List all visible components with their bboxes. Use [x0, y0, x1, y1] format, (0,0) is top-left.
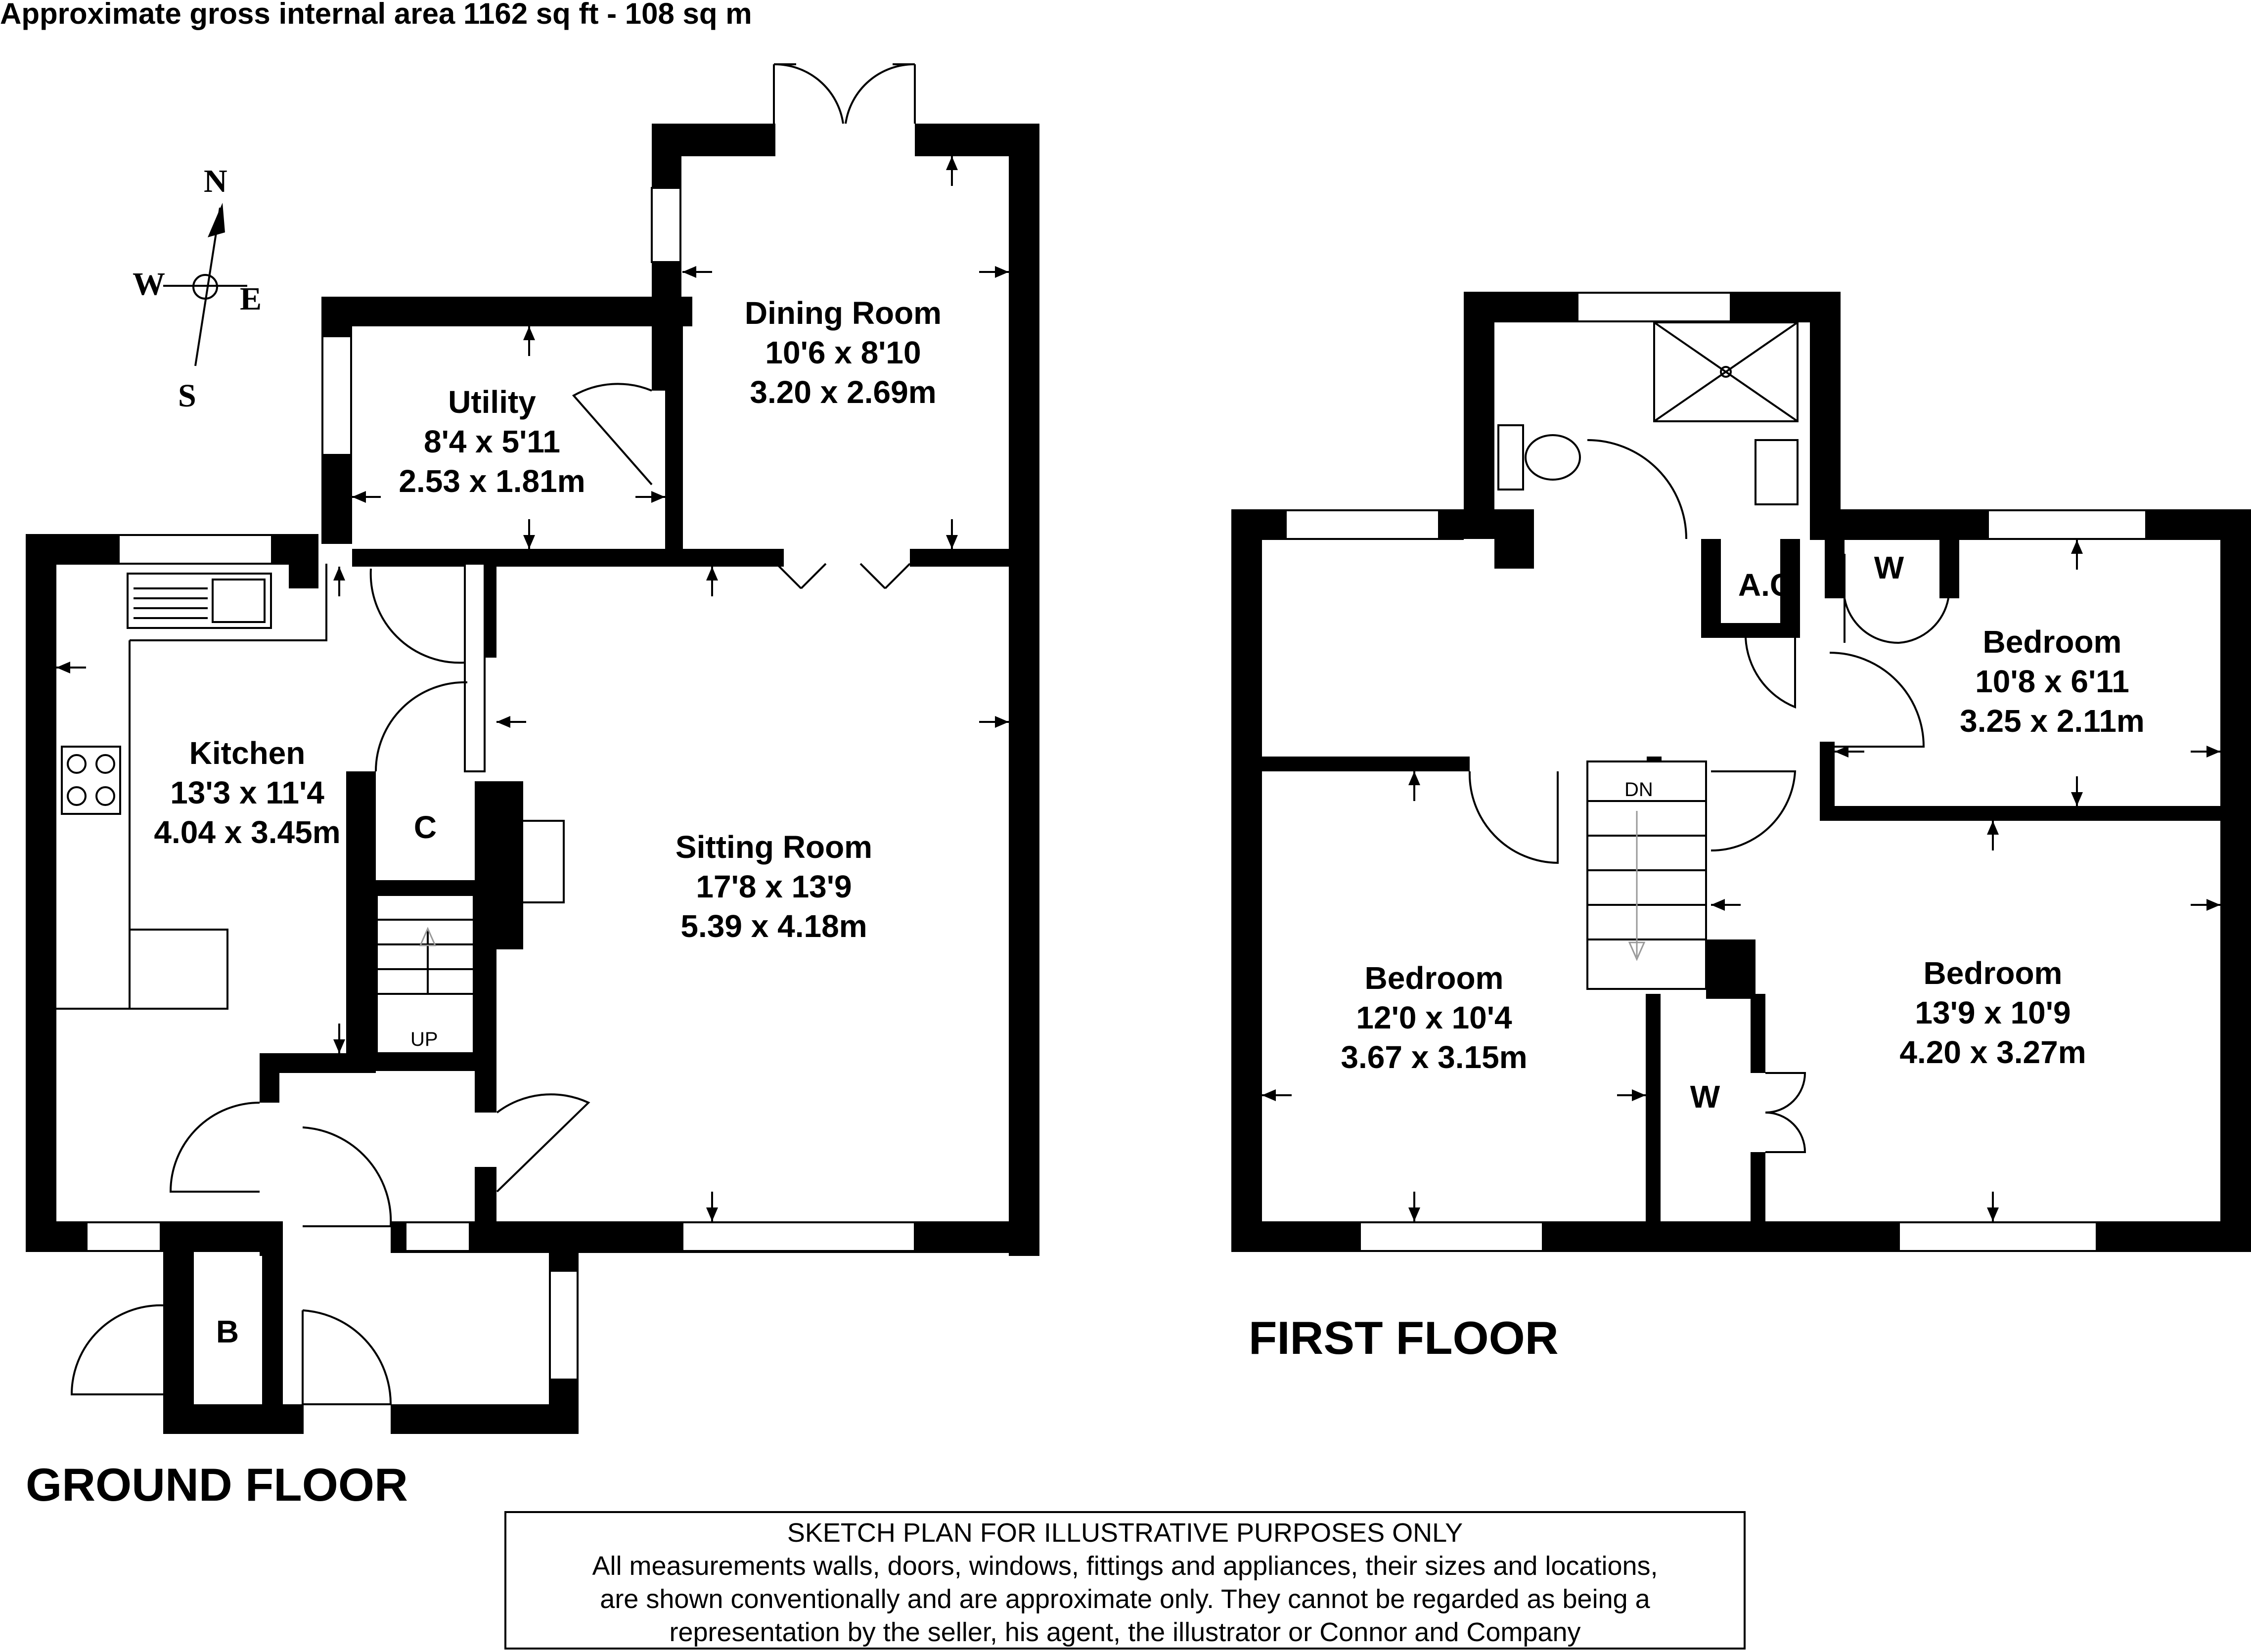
dining-imperial: 10'6 x 8'10 [765, 335, 921, 370]
compass-south: S [178, 378, 196, 414]
wardrobe-2-label: W [1690, 1079, 1720, 1115]
utility-metric: 2.53 x 1.81m [399, 463, 585, 499]
bed-sw-imperial: 12'0 x 10'4 [1356, 1000, 1512, 1035]
wardrobe-1-label: W [1874, 550, 1904, 585]
dining-name: Dining Room [745, 295, 942, 331]
ground-stairs-label: UP [410, 1028, 438, 1050]
first-stairs [1586, 760, 1707, 990]
bed-ne-imperial: 10'8 x 6'11 [1975, 664, 2129, 699]
bed-se-metric: 4.20 x 3.27m [1899, 1034, 2086, 1070]
room-sitting: Sitting Room 17'8 x 13'9 5.39 x 4.18m [675, 829, 872, 944]
bathroom-fittings [1497, 321, 1799, 505]
compass-icon: N S E W [133, 163, 262, 414]
first-floor-label: FIRST FLOOR [1249, 1312, 1559, 1364]
disclaimer-box: SKETCH PLAN FOR ILLUSTRATIVE PURPOSES ON… [504, 1511, 1746, 1650]
dining-metric: 3.20 x 2.69m [750, 374, 936, 410]
bed-ne-metric: 3.25 x 2.11m [1960, 703, 2145, 739]
first-stairs-label: DN [1624, 779, 1653, 801]
disclaimer-line-3: are shown conventionally and are approxi… [600, 1584, 1650, 1614]
bed-sw-metric: 3.67 x 3.15m [1341, 1039, 1527, 1075]
bed-se-imperial: 13'9 x 10'9 [1915, 995, 2071, 1030]
gross-area-text: Approximate gross internal area 1162 sq … [0, 0, 752, 30]
ground-floor-windows [86, 187, 916, 1381]
ground-stairs [376, 894, 475, 1054]
bed-ne-name: Bedroom [1983, 624, 2122, 660]
kitchen-imperial: 13'3 x 11'4 [170, 775, 324, 810]
kitchen-name: Kitchen [189, 735, 306, 771]
kitchen-fittings [55, 564, 565, 1010]
ground-dimension-arrows [56, 156, 1009, 1221]
room-bedroom-ne: Bedroom 10'8 x 6'11 3.25 x 2.11m [1960, 624, 2145, 739]
boiler-label: B [216, 1314, 239, 1349]
first-dimension-arrows [1262, 540, 2220, 1221]
sitting-metric: 5.39 x 4.18m [680, 908, 867, 944]
utility-name: Utility [448, 384, 536, 420]
ground-floor-label: GROUND FLOOR [26, 1459, 408, 1511]
kitchen-metric: 4.04 x 3.45m [154, 814, 340, 850]
bed-se-name: Bedroom [1924, 955, 2063, 991]
room-bedroom-sw: Bedroom 12'0 x 10'4 3.67 x 3.15m [1341, 960, 1527, 1075]
sitting-imperial: 17'8 x 13'9 [696, 869, 852, 904]
sitting-name: Sitting Room [675, 829, 872, 865]
room-dining: Dining Room 10'6 x 8'10 3.20 x 2.69m [745, 295, 942, 410]
bed-sw-name: Bedroom [1365, 960, 1504, 996]
room-kitchen: Kitchen 13'3 x 11'4 4.04 x 3.45m [154, 735, 340, 850]
french-doors [773, 63, 916, 124]
disclaimer-line-1: SKETCH PLAN FOR ILLUSTRATIVE PURPOSES ON… [787, 1518, 1463, 1548]
first-floor-windows [1285, 292, 2147, 1252]
ground-doors [70, 383, 653, 1434]
cupboard-label: C [414, 809, 437, 845]
compass-east: E [240, 281, 262, 317]
utility-imperial: 8'4 x 5'11 [424, 424, 560, 459]
first-floor-doors [1468, 439, 1949, 1153]
compass-west: W [133, 266, 165, 302]
disclaimer-line-4: representation by the seller, his agent,… [669, 1617, 1580, 1647]
disclaimer-line-2: All measurements walls, doors, windows, … [592, 1551, 1658, 1581]
room-bedroom-se: Bedroom 13'9 x 10'9 4.20 x 3.27m [1899, 955, 2086, 1070]
airing-cupboard-label: A.C [1738, 567, 1793, 603]
compass-north: N [204, 163, 227, 199]
room-utility: Utility 8'4 x 5'11 2.53 x 1.81m [399, 384, 585, 499]
